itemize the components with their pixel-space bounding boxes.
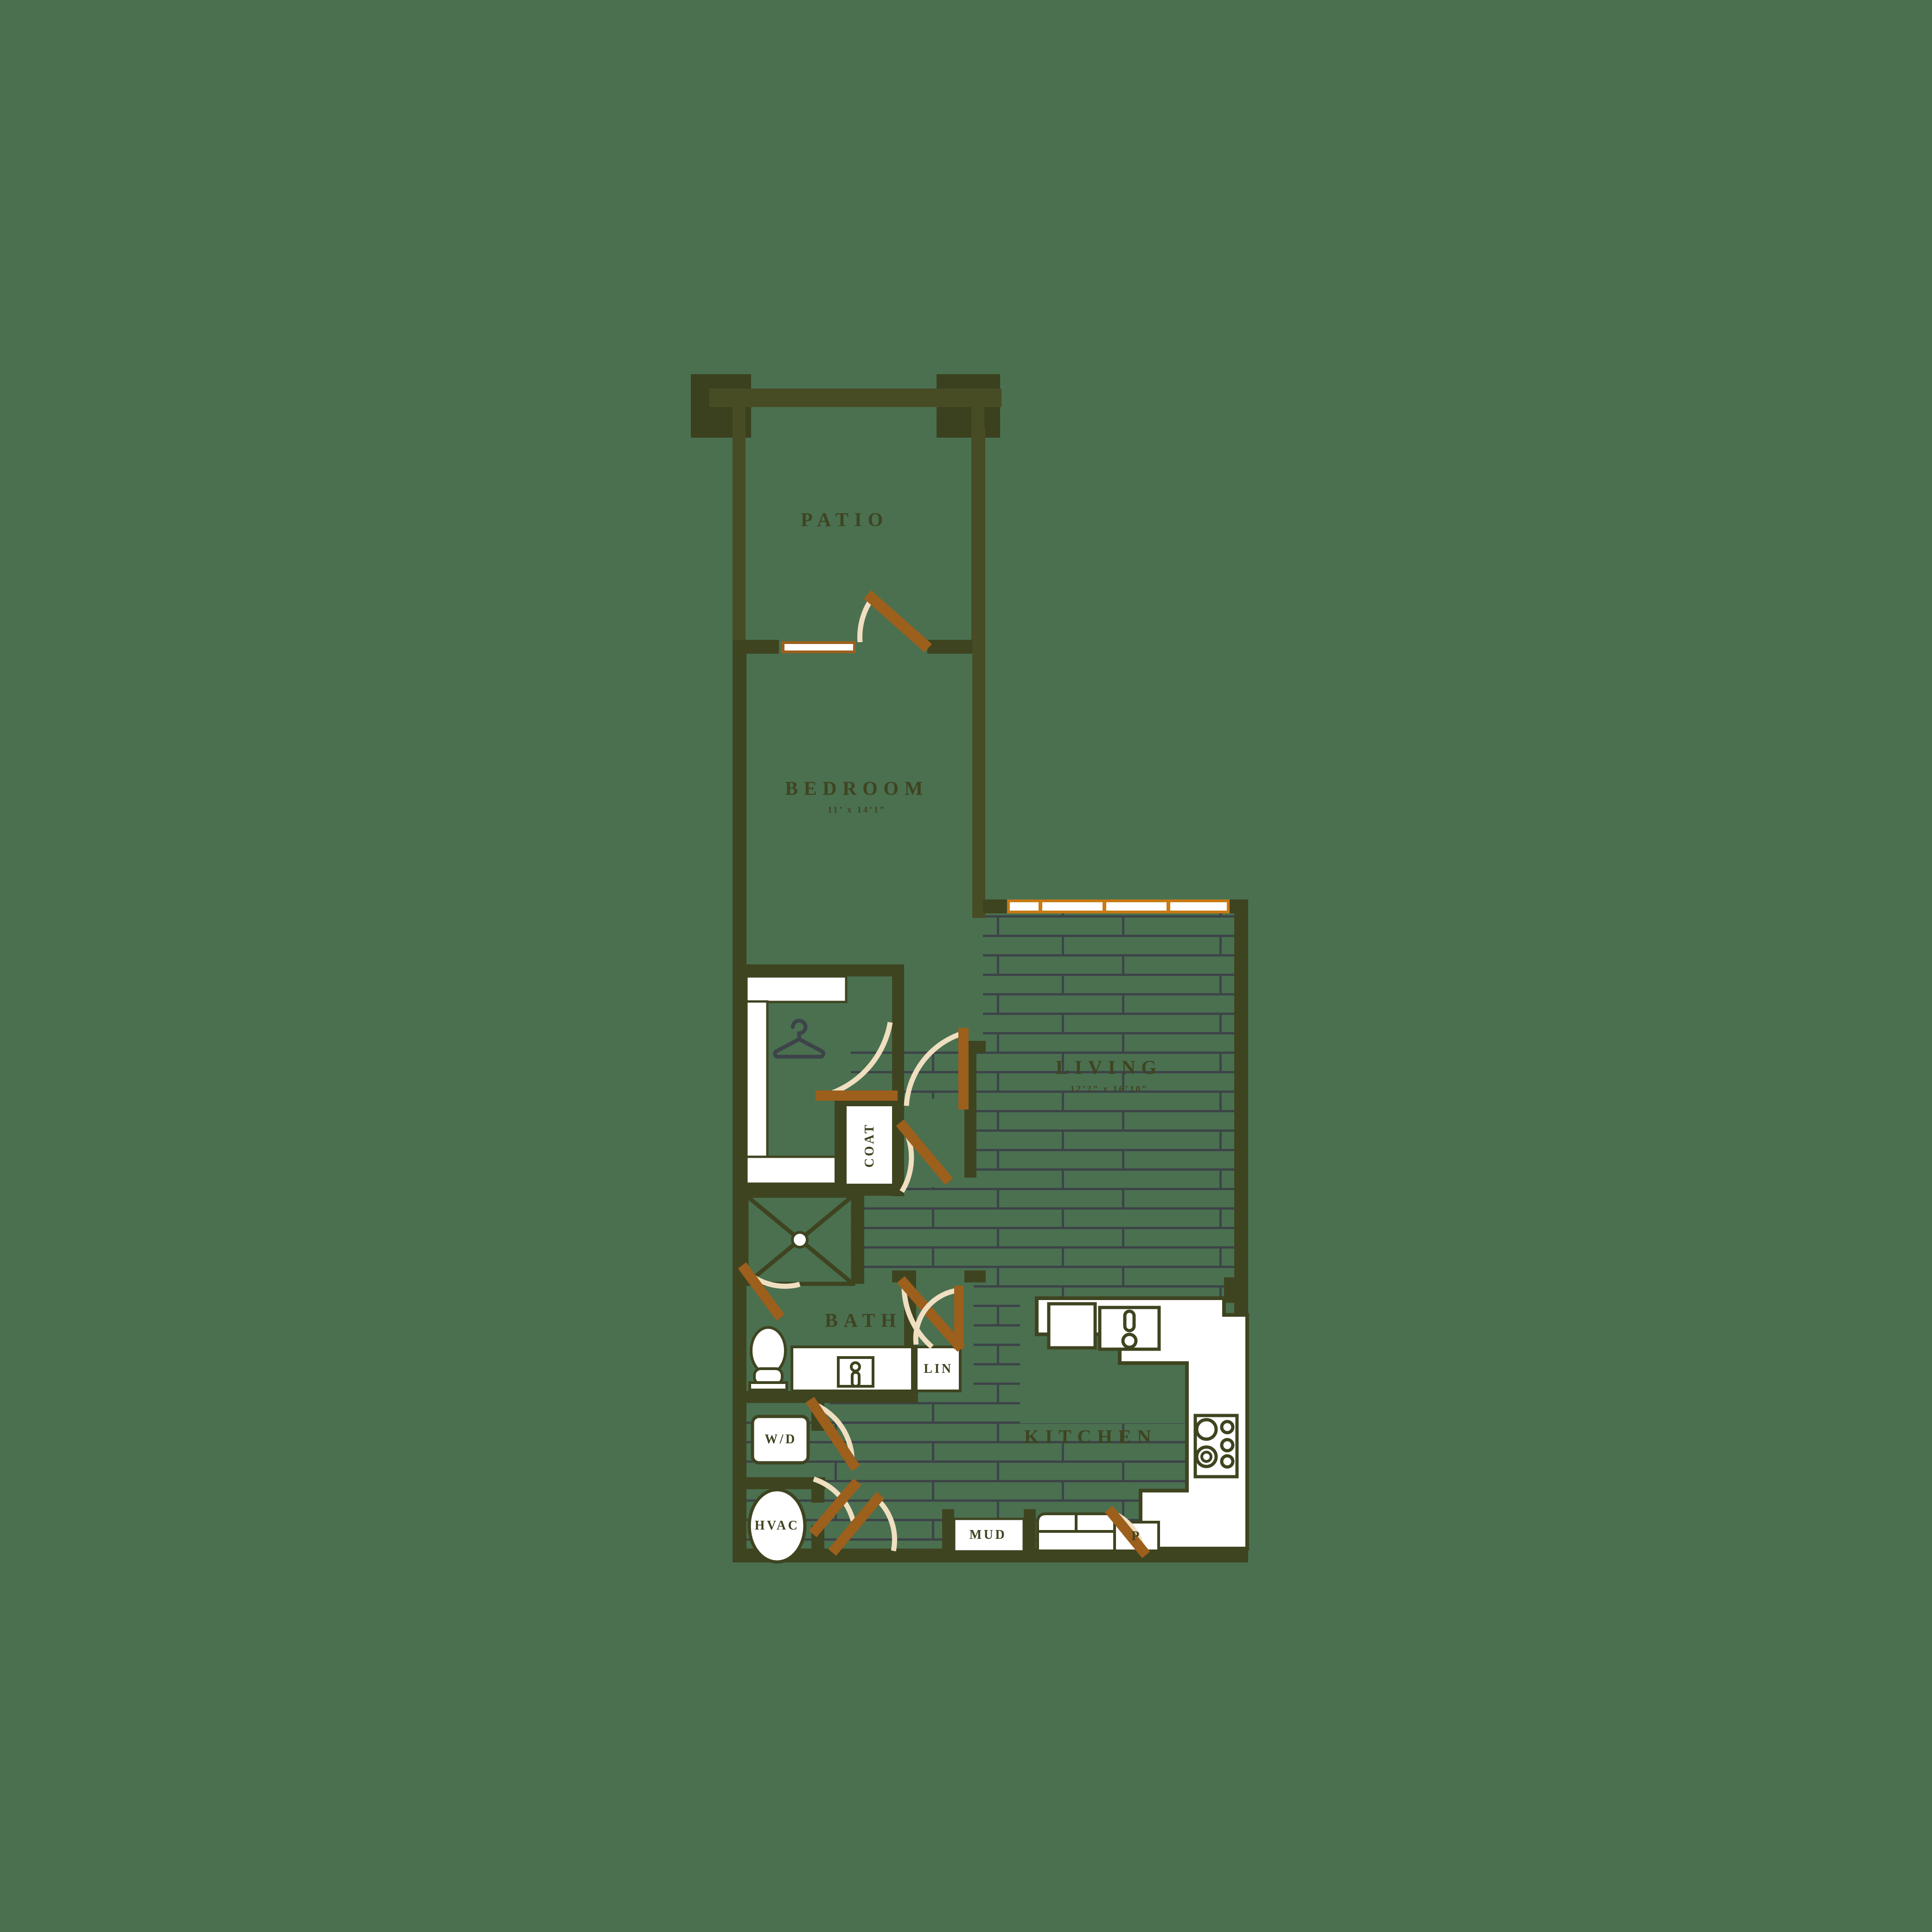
bath-door[interactable] [897,1276,965,1352]
bathroom [742,1184,962,1403]
hvac-door-left[interactable] [809,1476,861,1537]
wall-patio-bedroom-left [733,640,779,654]
laundry-door[interactable] [805,1396,861,1472]
wall-left-lower-exterior [733,964,746,1562]
windows [782,641,1230,913]
shower-door[interactable] [738,1262,801,1321]
patio-structure [691,374,1001,653]
closet-rod-left [745,1000,769,1184]
patio-door[interactable] [857,590,932,652]
wall-bath-bottom [742,1391,918,1403]
kitchen-sink [1098,1306,1161,1351]
hvac-unit [747,1488,807,1564]
bedroom-closet-door[interactable] [816,1022,898,1101]
wall-hall-bath-stub [964,1270,986,1282]
patio-rail-top [709,389,1001,407]
wall-mud-right [1024,1509,1036,1551]
kitchen-faucet-icon [1123,1309,1136,1333]
linen-closet [915,1345,962,1392]
closet-shelf-top [745,975,848,1003]
kitchen [1035,1277,1249,1552]
kitchen-corner-post [1224,1277,1248,1303]
shower-wall-right [852,1196,864,1284]
bedroom-entry-door[interactable] [904,1028,969,1109]
wall-bedroom-living [972,427,985,918]
dishwasher-unit [1047,1302,1097,1350]
patio-rail-left [733,407,746,653]
wall-bedroom-left [733,640,746,964]
range-cooktop [1193,1414,1239,1479]
shower-stall [744,1193,864,1286]
doors [738,590,1150,1558]
pantry-door[interactable] [1104,1505,1150,1558]
bedroom-patio-window [782,641,856,653]
wall-mud-left [942,1509,954,1551]
bedroom-closet [742,964,904,1185]
mud-closet [942,1509,1036,1553]
mud-closet-interior [953,1518,1025,1553]
hvac-door-right[interactable] [828,1492,897,1556]
coat-closet-interior [847,1106,892,1184]
shower-drain-icon [791,1231,809,1249]
closet-wall-right [892,964,904,1094]
washer-dryer-unit [751,1415,810,1465]
utility-closets [742,1403,825,1564]
closet-wall-top [742,964,904,976]
linen-door[interactable] [913,1286,963,1349]
toilet-fixture [748,1326,788,1391]
bathroom-vanity [791,1345,914,1392]
coat-wall-left [835,1094,847,1196]
coat-closet-door[interactable] [896,1119,953,1193]
coat-wall-right [892,1094,904,1196]
clothes-hanger-icon [773,1019,825,1059]
refrigerator-unit [1036,1512,1116,1552]
coat-closet [835,1094,904,1196]
living-window [1007,899,1230,913]
closet-shelf-bottom [745,1155,848,1185]
